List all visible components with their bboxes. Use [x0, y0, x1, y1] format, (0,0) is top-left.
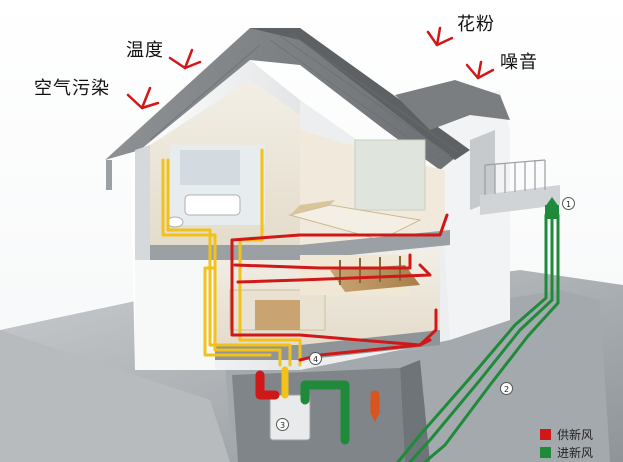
basement-wall — [400, 360, 430, 462]
house-wing — [440, 90, 510, 340]
arrow-pollen-tail — [435, 26, 442, 47]
legend-intake: 进新风 — [540, 444, 593, 461]
label-noise: 噪音 — [500, 52, 538, 73]
pollutant-arrows — [126, 26, 495, 110]
gutter-downpipe — [106, 160, 112, 190]
arrow-noise-tail — [476, 60, 483, 80]
bedroom-window — [354, 139, 426, 211]
ground-floor-slab — [215, 330, 440, 360]
wing-window — [470, 130, 495, 210]
intake-cap — [545, 197, 559, 207]
marker-4: 4 — [309, 352, 322, 365]
marker-2: 2 — [500, 382, 513, 395]
legend-intake-label: 进新风 — [557, 446, 594, 460]
intake-tower — [545, 205, 559, 219]
bathroom-window — [180, 150, 240, 185]
marker-1: 1 — [562, 197, 575, 210]
ground-front — [0, 330, 230, 462]
fireplace — [255, 300, 300, 330]
balcony-floor — [480, 185, 560, 215]
dormer-roof — [395, 80, 510, 130]
marker-3: 3 — [276, 418, 289, 431]
legend-supply-swatch — [540, 429, 551, 440]
label-pollen: 花粉 — [457, 14, 495, 35]
legend-intake-swatch — [540, 447, 551, 458]
label-air-pollution: 空气污染 — [34, 78, 110, 99]
arrow-temperature-tail — [183, 60, 202, 70]
bed-headboard — [290, 200, 335, 215]
balcony-railing — [484, 159, 546, 195]
bathtub — [184, 194, 241, 216]
arrow-pollution-tail — [140, 101, 160, 110]
upper-floor-slab — [150, 230, 450, 260]
exhaust-ducts — [161, 148, 302, 367]
legend-supply-label: 供新风 — [557, 428, 594, 442]
roof-ridge — [250, 28, 470, 160]
legend-supply: 供新风 — [540, 426, 593, 443]
basement-ducts — [255, 366, 380, 445]
label-temperature: 温度 — [126, 40, 164, 61]
intake-ducts — [396, 213, 560, 462]
front-lower-wall — [135, 260, 215, 370]
exhaust-out-arrow — [370, 412, 380, 422]
